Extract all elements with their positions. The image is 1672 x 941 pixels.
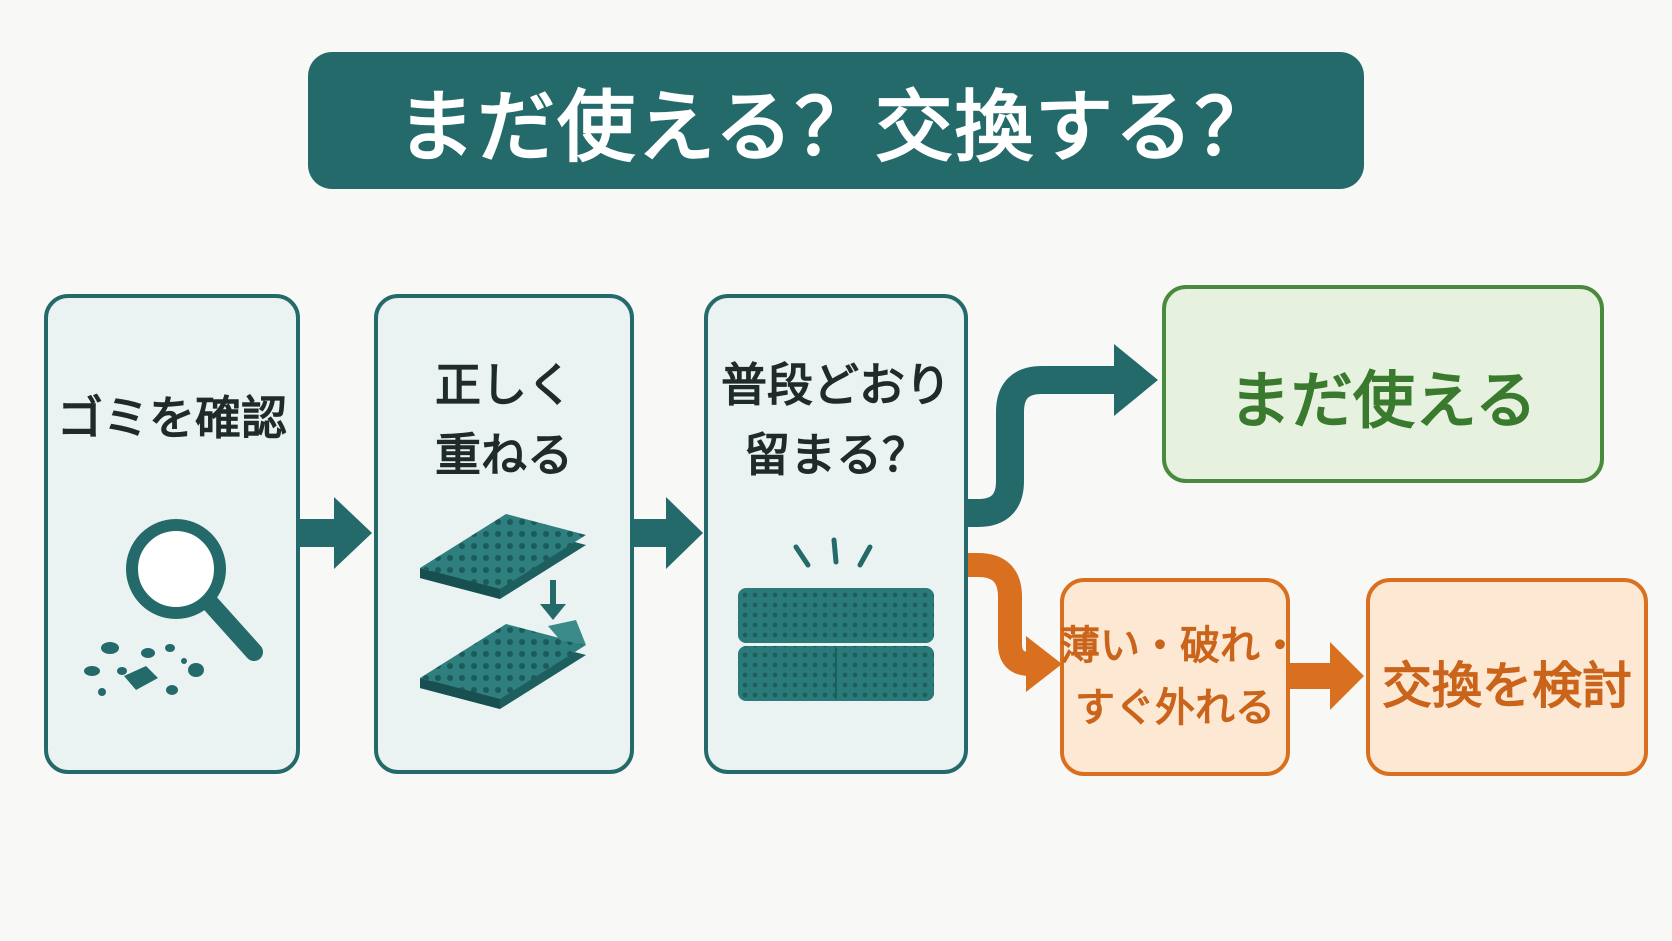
- arrow-step1-to-step2: [300, 497, 372, 569]
- outcome-worn-label: 薄い・破れ・ すぐ外れる: [1060, 623, 1300, 731]
- outcome-box-replace: [1366, 578, 1648, 776]
- arrow-worn-to-replace: [1290, 642, 1364, 710]
- outcome-box-worn: [1060, 578, 1290, 776]
- title-banner: まだ使える？交換する？: [308, 52, 1364, 189]
- outcome-replace-label: 交換を検討: [1382, 657, 1632, 715]
- outcome-box-still-usable: [1162, 285, 1604, 483]
- arrow-branch-worn: [966, 553, 1062, 692]
- down-arrow-icon: [540, 580, 566, 620]
- arrow-step2-to-step3: [634, 497, 703, 569]
- arrow-branch-ok: [964, 344, 1158, 527]
- step1-label: ゴミを確認: [57, 391, 287, 445]
- debris-icon: [84, 642, 204, 696]
- step3-label: 普段どおり 留まる？: [721, 358, 951, 482]
- diagram-title: まだ使える？交換する？: [397, 82, 1275, 173]
- stacking-pads-icon: [420, 514, 586, 709]
- outcome-ok-label: まだ使える: [1228, 364, 1538, 437]
- fastened-pads-icon: [738, 537, 934, 701]
- step2-label: 正しく 重ねる: [435, 358, 573, 482]
- magnifier-icon: [126, 519, 263, 661]
